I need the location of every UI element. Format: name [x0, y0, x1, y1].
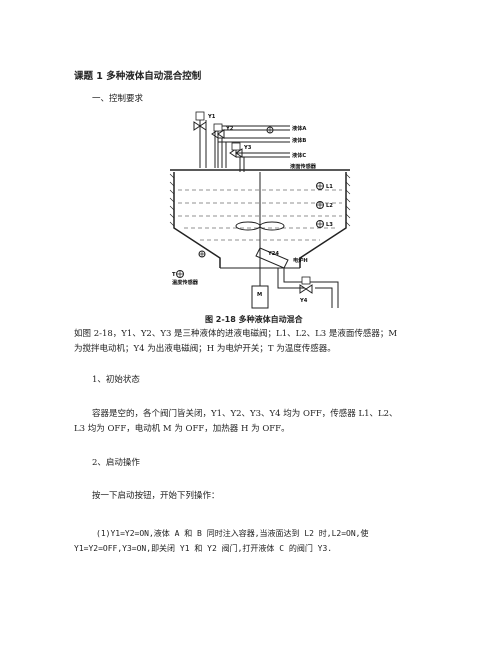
label-y3: Y3: [243, 145, 252, 151]
label-y1: Y1: [207, 114, 216, 120]
label-liquid-c: 液体C: [292, 151, 306, 159]
label-y4: Y4: [299, 298, 308, 304]
paragraph-line: 为搅拌电动机；Y4 为出液电磁阀；H 为电炉开关；T 为温度传感器。: [74, 344, 336, 354]
paragraph-step-1: (1)Y1=Y2=ON,液体 A 和 B 同时注入容器,当液面达到 L2 时,L…: [74, 526, 369, 556]
label-l2: L2: [326, 203, 333, 209]
heading-initial-state: 1、初始状态: [92, 375, 140, 385]
paragraph-line: (1)Y1=Y2=ON,液体 A 和 B 同时注入容器,当液面达到 L2 时,L…: [96, 529, 369, 538]
label-level-sensor: 液面传感器: [290, 162, 317, 170]
label-y2: Y2: [225, 126, 234, 132]
paragraph-line: L3 均为 OFF，电动机 M 为 OFF，加热器 H 为 OFF。: [74, 424, 290, 434]
label-motor: M: [257, 292, 262, 298]
label-liquid-b: 液体B: [292, 136, 306, 144]
paragraph-intro: 如图 2-18，Y1、Y2、Y3 是三种液体的进液电磁阀；L1、L2、L3 是液…: [74, 327, 397, 357]
paragraph-start-operation: 按一下启动按钮，开始下列操作：: [92, 491, 220, 501]
paragraph-line: Y1=Y2=OFF,Y3=ON,即关闭 Y1 和 Y2 阀门,打开液体 C 的阀…: [74, 544, 333, 553]
paragraph-line: 容器是空的，各个阀门皆关闭，Y1、Y2、Y3、Y4 均为 OFF，传感器 L1、…: [92, 409, 398, 419]
label-valve-tag: Y24: [267, 251, 279, 257]
heading-start-operation: 2、启动操作: [92, 458, 140, 468]
mixing-tank-diagram: Y1 Y2 Y3 液体A 液体B 液体C 液面传感器 L1 L2 L3 电炉H …: [169, 111, 351, 309]
label-temp-sensor: 温度传感器: [172, 278, 199, 286]
page-title: 课题 1 多种液体自动混合控制: [74, 71, 202, 82]
label-liquid-a: 液体A: [292, 124, 306, 132]
paragraph-initial-state: 容器是空的，各个阀门皆关闭，Y1、Y2、Y3、Y4 均为 OFF，传感器 L1、…: [74, 407, 398, 437]
label-l3: L3: [326, 222, 333, 228]
paragraph-line: 如图 2-18，Y1、Y2、Y3 是三种液体的进液电磁阀；L1、L2、L3 是液…: [74, 329, 398, 339]
figure-caption: 图 2-18 多种液体自动混合: [205, 315, 303, 324]
label-heater: 电炉H: [293, 256, 308, 264]
section-heading: 一、控制要求: [92, 94, 144, 104]
label-l1: L1: [326, 184, 333, 190]
label-t: T: [172, 272, 176, 278]
